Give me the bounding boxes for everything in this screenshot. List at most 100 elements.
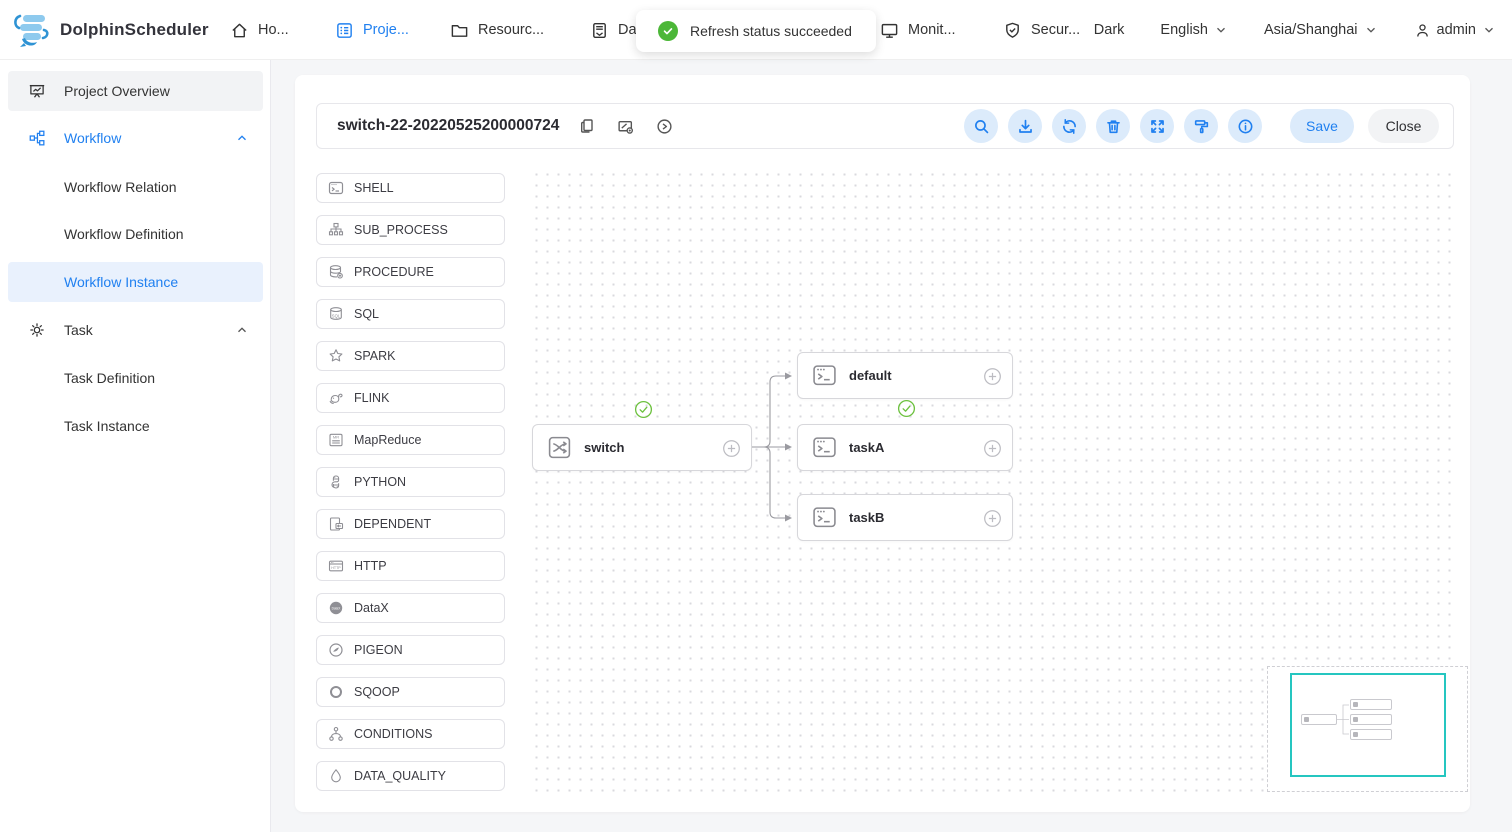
sidebar-item-label: Project Overview bbox=[64, 83, 170, 99]
sidebar-item-task[interactable]: Task bbox=[8, 310, 263, 350]
task-type-label: HTTP bbox=[354, 559, 387, 573]
mapreduce-icon: MR bbox=[329, 433, 343, 447]
task-type-dependent[interactable]: DEPENDENT bbox=[316, 509, 505, 539]
plus-circle-icon[interactable] bbox=[722, 439, 741, 458]
dag-node-label: taskB bbox=[849, 510, 885, 525]
nav-tab-resources[interactable]: Resourc... bbox=[450, 21, 572, 40]
dag-toolbar: switch-22-20220525200000724 bbox=[316, 103, 1454, 149]
task-type-datax[interactable]: DataX DataX bbox=[316, 593, 505, 623]
task-type-python[interactable]: PYTHON bbox=[316, 467, 505, 497]
projects-icon bbox=[337, 22, 352, 38]
sidebar-item-workflow-definition[interactable]: Workflow Definition bbox=[8, 214, 263, 254]
toast-message: Refresh status succeeded bbox=[690, 23, 852, 39]
sidebar-item-workflow-instance[interactable]: Workflow Instance bbox=[8, 262, 263, 302]
svg-text:SQL: SQL bbox=[332, 314, 341, 319]
download-icon bbox=[1018, 119, 1032, 133]
main-nav: Ho... Proje... Resourc... Dat... Monit..… bbox=[230, 0, 1113, 60]
switch-node-icon bbox=[547, 435, 572, 460]
main-content: switch-22-20220525200000724 bbox=[272, 60, 1512, 832]
dag-node-switch[interactable]: switch bbox=[532, 424, 752, 471]
task-type-label: DATA_QUALITY bbox=[354, 769, 446, 783]
info-button[interactable] bbox=[1228, 109, 1262, 143]
datasource-icon bbox=[593, 22, 606, 38]
task-type-label: SPARK bbox=[354, 349, 396, 363]
play-circle-icon[interactable] bbox=[656, 118, 673, 135]
nav-tab-monitor[interactable]: Monit... bbox=[880, 21, 985, 40]
task-type-pigeon[interactable]: PIGEON bbox=[316, 635, 505, 665]
sidebar-item-workflow[interactable]: Workflow bbox=[8, 118, 263, 158]
dolphin-logo-icon bbox=[14, 14, 49, 47]
sidebar-item-workflow-relation[interactable]: Workflow Relation bbox=[8, 167, 263, 207]
search-button[interactable] bbox=[964, 109, 998, 143]
task-type-conditions[interactable]: CONDITIONS bbox=[316, 719, 505, 749]
close-button[interactable]: Close bbox=[1368, 109, 1439, 143]
plus-circle-icon[interactable] bbox=[983, 509, 1002, 528]
gear-icon bbox=[28, 321, 46, 339]
language-dropdown[interactable]: English bbox=[1160, 22, 1228, 38]
workflow-instance-title: switch-22-20220525200000724 bbox=[337, 117, 560, 134]
language-label: English bbox=[1160, 22, 1208, 38]
task-type-procedure[interactable]: PROCEDURE bbox=[316, 257, 505, 287]
delete-button[interactable] bbox=[1096, 109, 1130, 143]
task-type-flink[interactable]: FLINK bbox=[316, 383, 505, 413]
minimap-node bbox=[1350, 699, 1392, 710]
datax-icon: DataX bbox=[329, 601, 343, 615]
spark-icon bbox=[329, 349, 343, 362]
task-type-http[interactable]: HTTP HTTP bbox=[316, 551, 505, 581]
edit-icon[interactable] bbox=[617, 118, 634, 135]
task-type-spark[interactable]: SPARK bbox=[316, 341, 505, 371]
dag-node-taskA[interactable]: taskA bbox=[797, 424, 1013, 471]
shell-node-icon bbox=[812, 363, 837, 388]
task-type-label: SUB_PROCESS bbox=[354, 223, 448, 237]
shell-node-icon bbox=[812, 435, 837, 460]
conditions-icon bbox=[329, 726, 343, 741]
task-type-sql[interactable]: SQL SQL bbox=[316, 299, 505, 329]
theme-toggle[interactable]: Dark bbox=[1093, 22, 1125, 38]
nav-tab-label: Resourc... bbox=[478, 22, 545, 38]
dag-node-default[interactable]: default bbox=[797, 352, 1013, 399]
user-icon bbox=[1416, 23, 1428, 37]
task-type-sub-process[interactable]: SUB_PROCESS bbox=[316, 215, 505, 245]
format-button[interactable] bbox=[1184, 109, 1218, 143]
save-button[interactable]: Save bbox=[1290, 109, 1354, 143]
fullscreen-button[interactable] bbox=[1140, 109, 1174, 143]
plus-circle-icon[interactable] bbox=[983, 439, 1002, 458]
trash-icon bbox=[1106, 119, 1120, 133]
sub-process-icon bbox=[328, 222, 344, 236]
task-type-data-quality[interactable]: DATA_QUALITY bbox=[316, 761, 505, 791]
security-icon bbox=[1006, 22, 1019, 38]
username-label: admin bbox=[1436, 22, 1477, 38]
shell-icon bbox=[328, 181, 344, 195]
nav-tab-security[interactable]: Secur... bbox=[1003, 21, 1095, 40]
nav-tab-label: Proje... bbox=[363, 22, 409, 38]
dag-node-taskB[interactable]: taskB bbox=[797, 494, 1013, 541]
success-status-icon bbox=[897, 399, 916, 418]
copy-icon[interactable] bbox=[579, 118, 595, 134]
task-type-mapreduce[interactable]: MR MapReduce bbox=[316, 425, 505, 455]
minimap-viewport[interactable] bbox=[1290, 673, 1446, 777]
user-menu[interactable]: admin bbox=[1414, 22, 1497, 39]
task-type-shell[interactable]: SHELL bbox=[316, 173, 505, 203]
task-type-label: DEPENDENT bbox=[354, 517, 432, 531]
svg-text:DataX: DataX bbox=[332, 606, 342, 610]
sidebar-item-task-definition[interactable]: Task Definition bbox=[8, 358, 263, 398]
refresh-icon bbox=[1062, 118, 1076, 134]
task-type-sqoop[interactable]: SQOOP bbox=[316, 677, 505, 707]
minimap-node bbox=[1350, 714, 1392, 725]
paint-roller-icon bbox=[1194, 119, 1208, 133]
refresh-button[interactable] bbox=[1052, 109, 1086, 143]
task-type-label: PROCEDURE bbox=[354, 265, 434, 279]
sidebar-item-task-instance[interactable]: Task Instance bbox=[8, 406, 263, 446]
plus-circle-icon[interactable] bbox=[983, 367, 1002, 386]
task-type-label: CONDITIONS bbox=[354, 727, 433, 741]
download-button[interactable] bbox=[1008, 109, 1042, 143]
nav-tab-projects[interactable]: Proje... bbox=[335, 21, 432, 40]
dolphinscheduler-logo[interactable]: DolphinScheduler bbox=[10, 8, 209, 52]
sidebar-item-project-overview[interactable]: Project Overview bbox=[8, 71, 263, 111]
minimap-node bbox=[1350, 729, 1392, 740]
nav-tab-home[interactable]: Ho... bbox=[230, 21, 317, 40]
chevron-down-icon bbox=[1485, 27, 1493, 33]
timezone-dropdown[interactable]: Asia/Shanghai bbox=[1264, 22, 1378, 38]
title-icon-group bbox=[579, 118, 673, 135]
dag-minimap[interactable] bbox=[1267, 666, 1468, 792]
